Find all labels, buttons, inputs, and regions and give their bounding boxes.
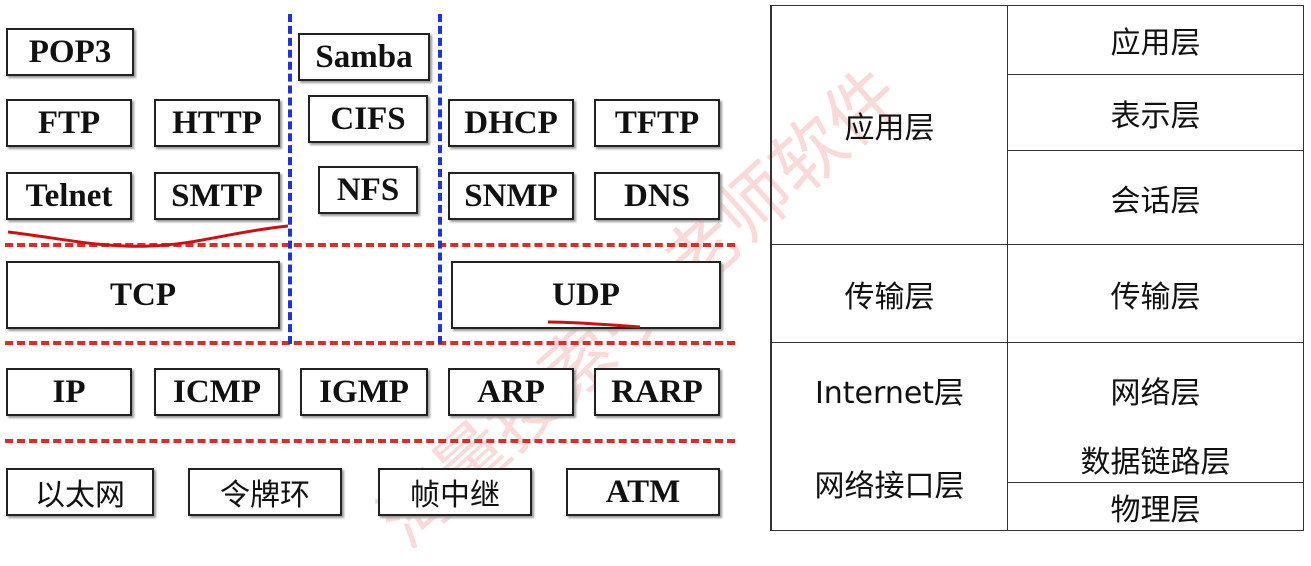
- protocol-tftp: TFTP: [594, 99, 720, 147]
- tech-frame-relay: 帧中继: [378, 468, 532, 516]
- osi-layer-physical: 物理层: [1007, 482, 1304, 531]
- protocol-dhcp: DHCP: [448, 99, 574, 147]
- tcpip-layer-network-interface: 网络接口层: [770, 436, 1008, 531]
- column-divider-tcp-side: [288, 14, 292, 344]
- protocol-smtp: SMTP: [154, 172, 280, 220]
- protocol-dns: DNS: [594, 172, 720, 220]
- protocol-http: HTTP: [154, 99, 280, 147]
- osi-layer-data-link: 数据链路层: [1007, 436, 1304, 483]
- protocol-igmp: IGMP: [300, 368, 428, 416]
- annotation-udp-underline: [547, 320, 641, 329]
- tcpip-layer-transport: 传输层: [770, 244, 1008, 343]
- protocol-ftp: FTP: [6, 99, 132, 147]
- protocol-tcp: TCP: [6, 261, 280, 329]
- osi-layer-network: 网络层: [1007, 342, 1304, 437]
- tech-atm: ATM: [566, 468, 720, 516]
- protocol-pop3: POP3: [6, 28, 134, 76]
- protocol-telnet: Telnet: [6, 172, 132, 220]
- protocol-udp: UDP: [451, 261, 721, 329]
- tcpip-layer-application: 应用层: [770, 5, 1008, 245]
- protocol-icmp: ICMP: [154, 368, 280, 416]
- tcpip-layer-internet: Internet层: [770, 342, 1008, 437]
- osi-layer-presentation: 表示层: [1007, 74, 1304, 151]
- osi-layer-application: 应用层: [1007, 5, 1304, 75]
- protocol-ip: IP: [6, 368, 132, 416]
- protocol-arp: ARP: [448, 368, 574, 416]
- protocol-rarp: RARP: [594, 368, 720, 416]
- layer-divider-application-transport: [5, 243, 735, 247]
- red-annotations: [7, 224, 641, 329]
- model-comparison-table: 应用层 应用层 表示层 会话层 传输层 传输层 Internet层 网络层 网络…: [770, 5, 1304, 531]
- tech-token-ring: 令牌环: [188, 468, 342, 516]
- protocol-samba: Samba: [298, 33, 430, 81]
- layer-divider-internet-network: [5, 439, 735, 443]
- column-divider-udp-side: [438, 14, 442, 344]
- layer-divider-transport-internet: [5, 341, 735, 345]
- osi-layer-session: 会话层: [1007, 150, 1304, 245]
- protocol-cifs: CIFS: [308, 95, 428, 143]
- tech-ethernet: 以太网: [6, 468, 154, 516]
- protocol-snmp: SNMP: [448, 172, 574, 220]
- protocol-nfs: NFS: [318, 166, 418, 214]
- osi-layer-transport: 传输层: [1007, 244, 1304, 343]
- annotation-tcp-services-underline: [7, 224, 289, 248]
